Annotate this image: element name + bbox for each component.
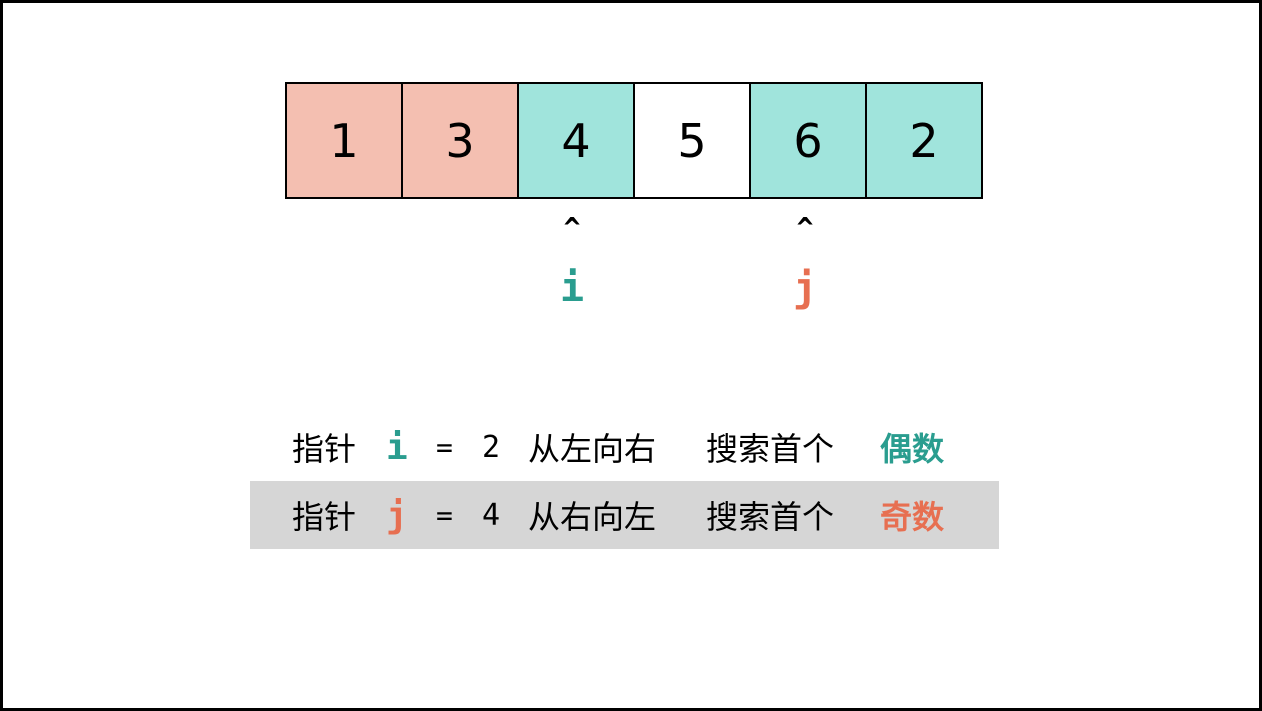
pointer-j-label: j [792,265,818,311]
line-target: 奇数 [880,498,945,536]
array: 1 3 4 5 6 2 [285,82,983,199]
line-label: 指针 [292,498,357,536]
pointer-i-label: i [559,265,585,311]
array-cell-odd: 3 [403,84,519,197]
line-target: 偶数 [880,430,945,468]
line-search: 搜索首个 [706,430,835,468]
array-cell-neutral: 5 [635,84,751,197]
pointer-i-caret-icon: ^ [563,211,581,244]
description-line-i: 指针 i = 2 从左向右 搜索首个 偶数 [250,413,999,481]
line-var: i [386,426,408,468]
array-cell-even: 4 [519,84,635,197]
line-direction: 从左向右 [528,430,657,468]
line-val: 4 [482,497,501,533]
array-cell-even: 6 [751,84,867,197]
line-search: 搜索首个 [706,498,835,536]
description-line-j: 指针 j = 4 从右向左 搜索首个 奇数 [250,481,999,549]
line-label: 指针 [292,430,357,468]
line-direction: 从右向左 [528,498,657,536]
array-cell-even: 2 [867,84,981,197]
array-cell-odd: 1 [287,84,403,197]
line-var: j [386,494,408,536]
pointer-j-caret-icon: ^ [796,211,814,244]
line-val: 2 [482,429,501,465]
line-eq: = [436,498,453,532]
line-eq: = [436,430,453,464]
